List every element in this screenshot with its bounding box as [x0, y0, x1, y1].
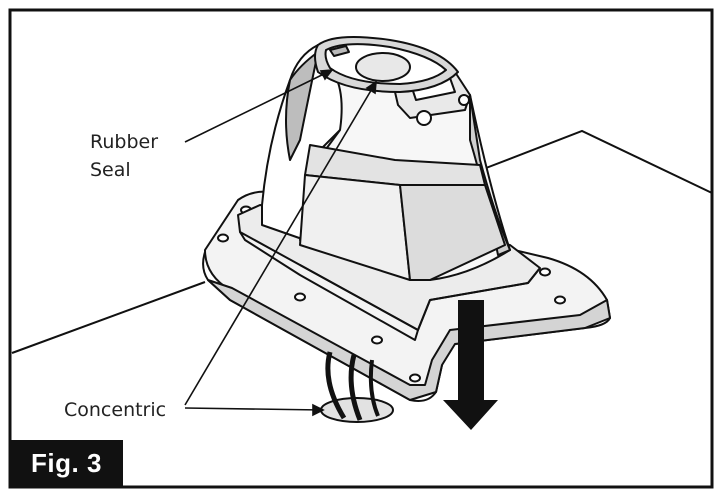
label-seal: Seal [90, 159, 131, 181]
figure-tag: Fig. 3 [10, 440, 123, 487]
label-concentric: Concentric [64, 399, 167, 421]
roof-hole [320, 351, 394, 423]
roof-surface [11, 129, 713, 354]
down-arrow-icon [443, 300, 498, 430]
rubber-seal-top [314, 36, 459, 93]
leader-lines [184, 69, 377, 417]
label-rubber: Rubber [90, 131, 159, 153]
